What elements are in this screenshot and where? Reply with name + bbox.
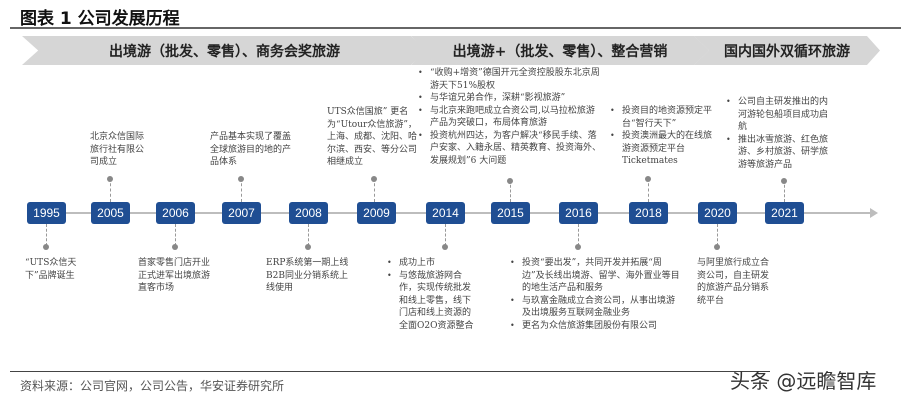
connector-dot	[172, 244, 178, 250]
connector	[445, 224, 446, 246]
event-2014: 成功上市 与悠哉旅游网合作，实现传统批发和线上零售，线下门店和线上资源的全面O2…	[387, 257, 477, 332]
phase-2: 出境游+（批发、零售）、整合营销	[411, 36, 709, 65]
connector-dot	[43, 244, 49, 250]
title-divider	[10, 27, 901, 29]
source-divider	[10, 371, 770, 372]
connector-dot	[714, 244, 720, 250]
year-2015: 2015	[491, 202, 530, 224]
year-2008: 2008	[289, 202, 328, 224]
year-2016: 2016	[559, 202, 598, 224]
watermark: 头条 @远瞻智库	[730, 369, 877, 393]
connector	[46, 224, 47, 246]
event-2015: “收购+增资”德国开元全资控股股东北京周游天下51%股权 与华谊兄弟合作，深耕“…	[418, 67, 603, 167]
connector	[717, 224, 718, 246]
event-2021: 公司自主研发推出的内河游轮包船项目成功启航 推出冰雪旅游、红色旅游、乡村旅游、研…	[726, 96, 836, 171]
event-item: 与北京来跑吧成立合资公司,以马拉松旅游产品为突破口，布局体育旅游	[418, 105, 603, 130]
year-2021: 2021	[765, 202, 804, 224]
year-2009: 2009	[357, 202, 396, 224]
connector-dot	[442, 244, 448, 250]
connector-dot	[507, 178, 513, 184]
event-item: 投资澳洲最大的在线旅游资源预定平台Ticketmates	[610, 130, 718, 168]
event-2009: UTS众信国旅” 更名为“Utour众信旅游”，上海、成都、沈阳、哈尔滨、西安、…	[327, 107, 418, 167]
event-2005: 北京众信国际旅行社有限公司成立	[90, 132, 145, 167]
phase-1-label: 出境游（批发、零售）、商务会奖旅游	[109, 43, 340, 60]
event-item: 成功上市	[387, 257, 477, 270]
connector	[784, 180, 785, 202]
phase-2-label: 出境游+（批发、零售）、整合营销	[452, 43, 668, 60]
phase-3: 国内国外双循环旅游	[694, 36, 880, 65]
timeline-arrow-icon	[870, 208, 878, 218]
year-2018: 2018	[629, 202, 668, 224]
event-item: 推出冰雪旅游、红色旅游、乡村旅游、研学旅游等旅游产品	[726, 134, 836, 172]
connector-dot	[575, 244, 581, 250]
connector	[241, 178, 242, 202]
source-note: 资料来源：公司官网，公司公告，华安证券研究所	[20, 379, 285, 393]
connector	[308, 224, 309, 246]
event-item: “收购+增资”德国开元全资控股股东北京周游天下51%股权	[418, 67, 603, 92]
year-2005: 2005	[91, 202, 130, 224]
event-2007: 产品基本实现了覆盖全球旅游目的地的产品体系	[210, 132, 292, 167]
connector-dot	[238, 176, 244, 182]
phase-3-label: 国内国外双循环旅游	[724, 43, 850, 60]
event-2016: 投资“要出发”，共同开发并拓展“周边”及长线出境游、留学、海外置业等目的地生活产…	[510, 257, 680, 332]
event-item: 与玖富金融成立合资公司，从事出境游及出境服务互联网金融业务	[510, 295, 680, 320]
figure-title: 图表 1 公司发展历程	[20, 9, 180, 29]
event-1995: “UTS众信天下”品牌诞生	[25, 258, 77, 281]
connector-dot	[107, 176, 113, 182]
event-item: 投资目的地资源预定平台“智行天下”	[610, 105, 718, 130]
event-2020: 与阿里旅行成立合资公司，自主研发的旅游产品分销系统平台	[697, 258, 770, 306]
connector	[578, 224, 579, 246]
event-2006: 首家零售门店开业正式进军出境旅游直客市场	[138, 258, 211, 293]
event-item: 与悠哉旅游网合作，实现传统批发和线上零售，线下门店和线上资源的全面O2O资源整合	[387, 270, 477, 333]
year-2020: 2020	[698, 202, 737, 224]
connector	[110, 178, 111, 202]
connector-dot	[781, 178, 787, 184]
event-item: 投资“要出发”，共同开发并拓展“周边”及长线出境游、留学、海外置业等目的地生活产…	[510, 257, 680, 295]
year-2014: 2014	[426, 202, 465, 224]
year-2007: 2007	[222, 202, 261, 224]
connector-dot	[371, 176, 377, 182]
connector-dot	[645, 176, 651, 182]
connector	[510, 180, 511, 202]
event-item: 与华谊兄弟合作，深耕“影视旅游”	[418, 92, 603, 105]
event-item: 公司自主研发推出的内河游轮包船项目成功启航	[726, 96, 836, 134]
event-item: 更名为众信旅游集团股份有限公司	[510, 320, 680, 333]
phase-1: 出境游（批发、零售）、商务会奖旅游	[22, 36, 427, 65]
year-2006: 2006	[156, 202, 195, 224]
connector-dot	[305, 244, 311, 250]
connector	[648, 178, 649, 202]
year-1995: 1995	[27, 202, 66, 224]
event-item: 投资杭州四达，为客户解决“移民手续、落户安家、入籍永居、精英教育、投资海外、发展…	[418, 130, 603, 168]
connector	[374, 178, 375, 202]
event-2008: ERP系统第一期上线B2B同业分销系统上线使用	[266, 258, 349, 293]
event-2018: 投资目的地资源预定平台“智行天下” 投资澳洲最大的在线旅游资源预定平台Ticke…	[610, 105, 718, 168]
connector	[175, 224, 176, 246]
